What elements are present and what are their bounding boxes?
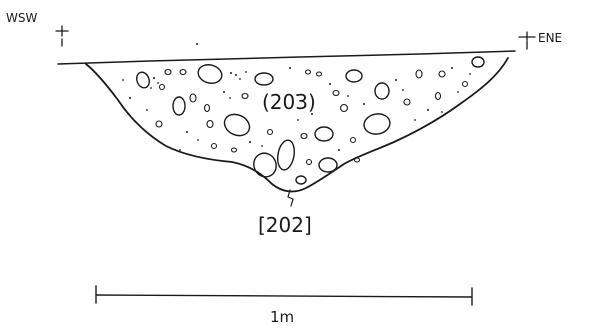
stone: [374, 82, 390, 100]
orientation-label-wsw: WSW: [6, 11, 37, 25]
pebble: [300, 132, 308, 140]
pebble: [189, 93, 197, 103]
stone: [295, 175, 307, 185]
pebble: [206, 119, 214, 129]
pebble: [339, 103, 349, 113]
stone: [277, 139, 295, 171]
stray-mark: [196, 43, 198, 45]
pebble: [210, 142, 218, 150]
datum-marker-ene: [518, 31, 536, 50]
pebble: [305, 158, 313, 166]
stones: [136, 56, 485, 185]
pebble: [415, 69, 423, 79]
pebble: [164, 68, 172, 76]
pebble: [434, 91, 442, 101]
cut-label-leader: [287, 189, 294, 207]
pebbles: [155, 68, 469, 166]
stone: [471, 56, 485, 68]
cut-profile: [85, 57, 509, 193]
stone: [223, 113, 251, 137]
scale-bar-label: 1m: [270, 308, 294, 326]
stone: [363, 113, 391, 135]
fill-context-label: (203): [262, 90, 316, 114]
pebble: [304, 69, 312, 75]
pebble: [403, 98, 411, 106]
stone: [254, 72, 274, 86]
pebble: [179, 68, 187, 76]
ground-surface-line: [57, 50, 516, 65]
pebble: [332, 89, 340, 97]
cut-context-label: [202]: [258, 213, 312, 237]
stipple: [122, 67, 471, 151]
pebble: [158, 83, 166, 91]
stone: [136, 71, 150, 89]
stone: [314, 126, 334, 142]
datum-marker-wsw: [55, 25, 69, 47]
pebble: [353, 157, 361, 163]
stone: [345, 69, 363, 83]
pebble: [203, 103, 211, 113]
pebble: [155, 120, 163, 128]
pebble: [461, 80, 469, 88]
orientation-label-ene: ENE: [538, 31, 562, 45]
pebble: [349, 136, 357, 144]
stone: [253, 152, 277, 178]
stone: [172, 96, 186, 116]
pebble: [230, 147, 238, 153]
pebble: [438, 70, 446, 78]
stone: [197, 64, 223, 84]
pebble: [266, 128, 274, 136]
stone: [318, 157, 338, 173]
scale-bar: [95, 285, 473, 306]
pebble: [315, 71, 323, 77]
pebble: [241, 92, 249, 100]
